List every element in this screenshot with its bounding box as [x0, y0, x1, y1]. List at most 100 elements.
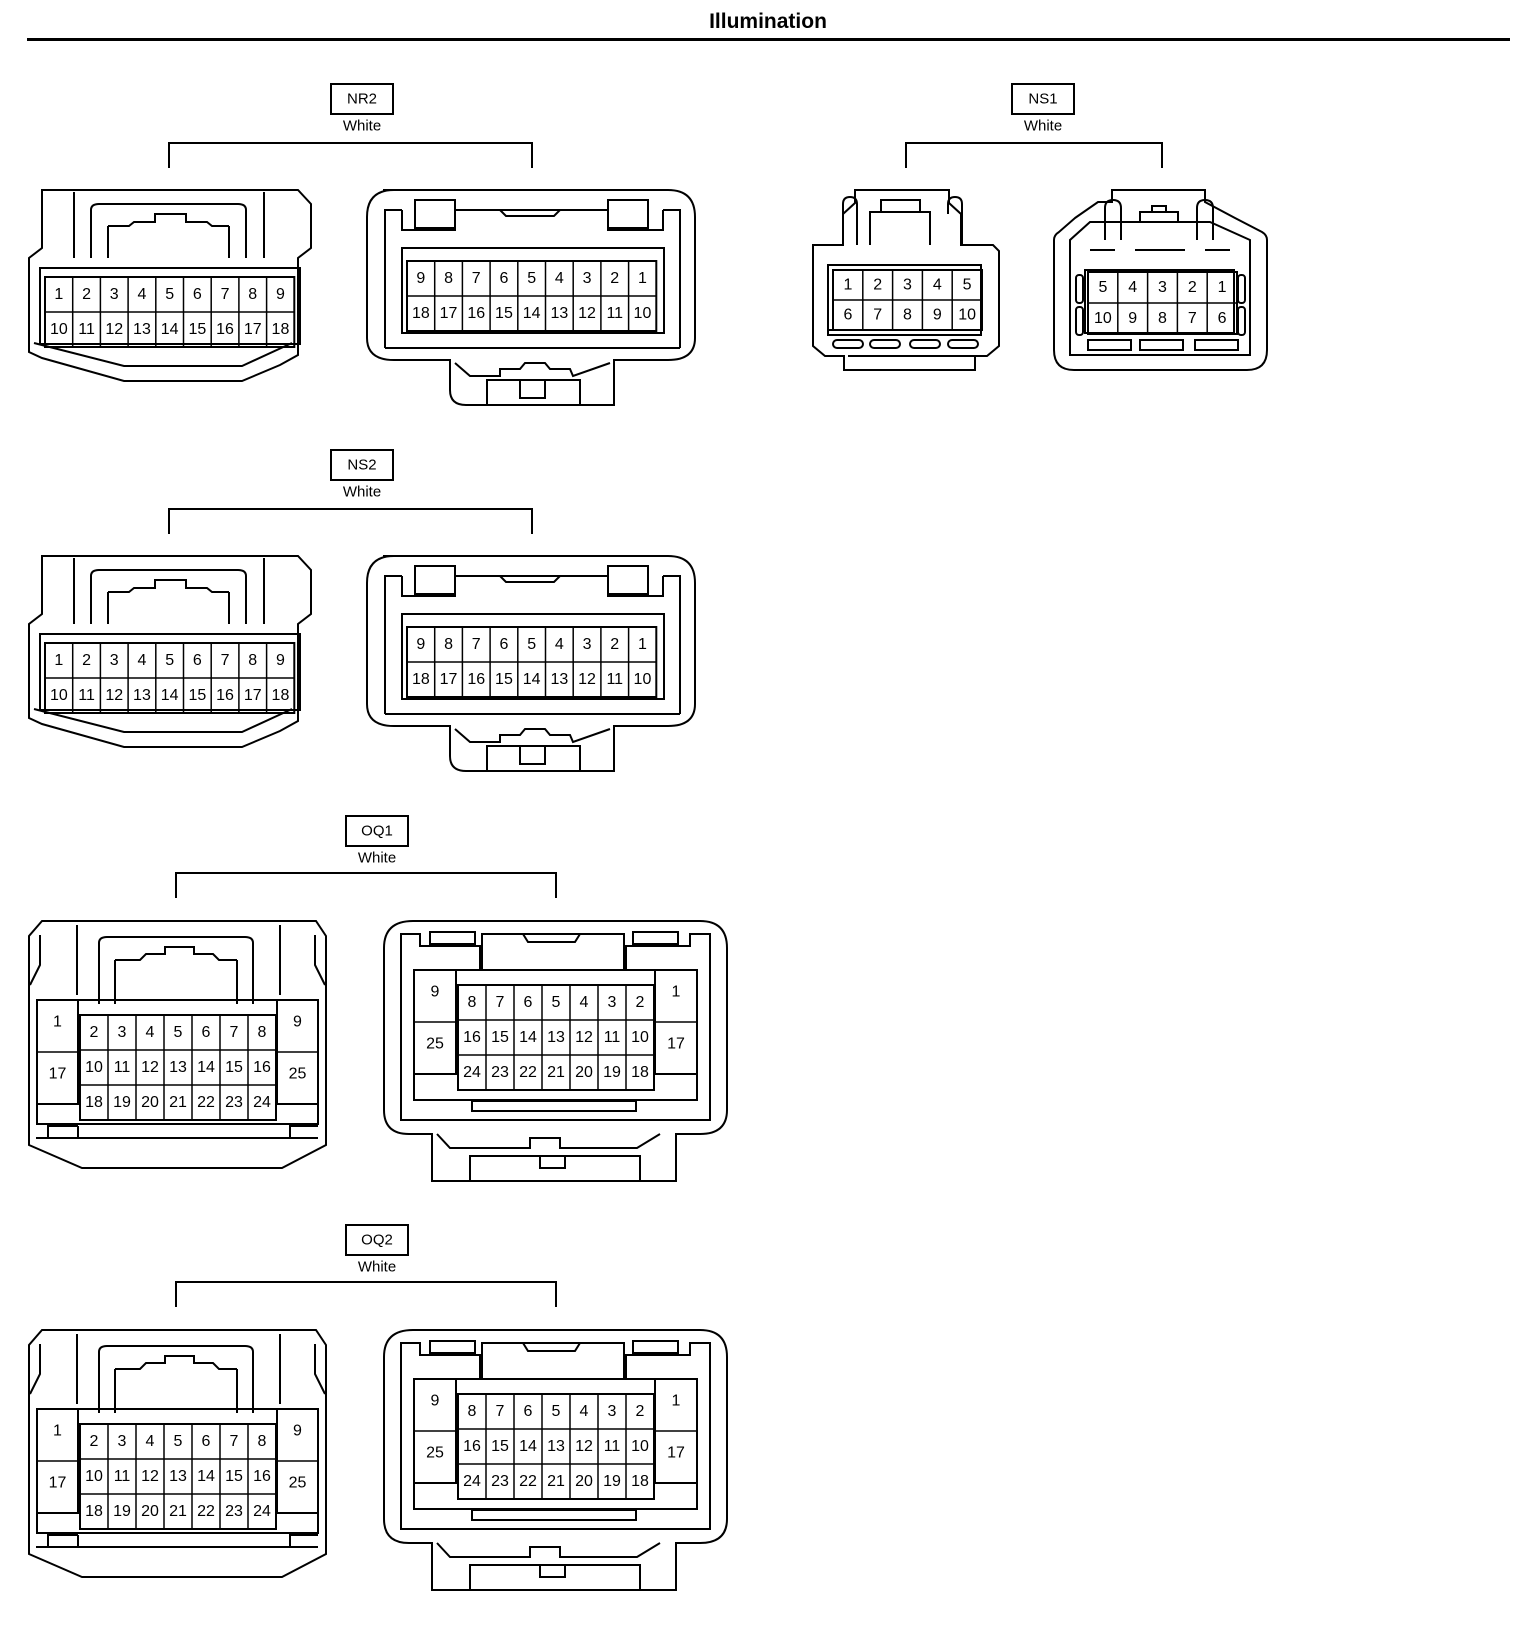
- pin-17: 17: [244, 321, 262, 338]
- pin-5: 5: [174, 1433, 183, 1450]
- pin-5: 5: [552, 1403, 561, 1420]
- pin-3: 3: [110, 286, 119, 303]
- latch: [436, 1542, 661, 1558]
- pin-8: 8: [248, 652, 257, 669]
- pin-17: 17: [667, 1036, 685, 1053]
- pin-10: 10: [631, 1029, 649, 1046]
- pin-12: 12: [575, 1029, 593, 1046]
- pin-22: 22: [197, 1094, 215, 1111]
- pin-4: 4: [146, 1433, 155, 1450]
- pin-15: 15: [491, 1438, 509, 1455]
- pin-12: 12: [141, 1468, 159, 1485]
- pin-25: 25: [426, 1445, 444, 1462]
- pin-1: 1: [54, 286, 63, 303]
- female-housing-outline: [366, 555, 696, 772]
- pin-3: 3: [118, 1024, 127, 1041]
- bottom-slot: [869, 339, 901, 349]
- pin-17: 17: [440, 305, 458, 322]
- pin-5: 5: [963, 277, 972, 294]
- connector-id-box: [345, 815, 409, 847]
- pin-2: 2: [90, 1433, 99, 1450]
- bottom-slot: [1139, 339, 1184, 351]
- latch: [436, 1133, 661, 1149]
- pin-17: 17: [667, 1445, 685, 1462]
- pin-10: 10: [634, 305, 652, 322]
- pin-2: 2: [82, 286, 91, 303]
- pin-13: 13: [550, 671, 568, 688]
- pin-12: 12: [578, 305, 596, 322]
- pin-18: 18: [412, 671, 430, 688]
- pin-16: 16: [463, 1438, 481, 1455]
- guide-slot: [429, 1340, 476, 1354]
- pin-6: 6: [193, 652, 202, 669]
- lock-tab: [115, 1355, 237, 1370]
- pin-14: 14: [523, 305, 541, 322]
- pin-4: 4: [146, 1024, 155, 1041]
- pin-10: 10: [50, 687, 68, 704]
- pin-14: 14: [197, 1059, 215, 1076]
- pin-8: 8: [258, 1433, 267, 1450]
- pin-24: 24: [463, 1064, 481, 1081]
- pin-5: 5: [174, 1024, 183, 1041]
- connector-id: NR2: [347, 91, 377, 108]
- pin-10: 10: [634, 671, 652, 688]
- pin-9: 9: [1128, 310, 1137, 327]
- connector-color: White: [343, 118, 381, 135]
- pin-10: 10: [631, 1438, 649, 1455]
- latch: [486, 745, 581, 771]
- housing-edge: [828, 329, 983, 357]
- housing-edge: [33, 708, 293, 733]
- pin-5: 5: [527, 270, 536, 287]
- pin-10: 10: [85, 1468, 103, 1485]
- latch: [454, 728, 611, 744]
- lock-arm: [842, 195, 963, 245]
- bottom-slot: [832, 339, 864, 349]
- key-slot: [499, 209, 561, 217]
- pin-6: 6: [1218, 310, 1227, 327]
- housing-rib: [73, 558, 265, 624]
- housing-edge: [36, 1534, 318, 1548]
- pin-1: 1: [53, 1014, 62, 1031]
- pin-23: 23: [491, 1064, 509, 1081]
- pair-bracket: [905, 142, 1163, 168]
- pin-23: 23: [491, 1473, 509, 1490]
- connector-color: White: [358, 850, 396, 867]
- pin-20: 20: [575, 1473, 593, 1490]
- pin-6: 6: [499, 270, 508, 287]
- pin-8: 8: [1158, 310, 1167, 327]
- pin-12: 12: [578, 671, 596, 688]
- pin-7: 7: [221, 652, 230, 669]
- pin-9: 9: [416, 636, 425, 653]
- pin-3: 3: [608, 994, 617, 1011]
- connector-color: White: [343, 484, 381, 501]
- male-housing-outline: [28, 189, 312, 382]
- pin-13: 13: [169, 1059, 187, 1076]
- title-rule: [27, 38, 1510, 41]
- pin-15: 15: [495, 305, 513, 322]
- pin-6: 6: [202, 1024, 211, 1041]
- lock-arm: [107, 226, 230, 258]
- lock-arm: [107, 592, 230, 624]
- pin-25: 25: [289, 1475, 307, 1492]
- pin-23: 23: [225, 1094, 243, 1111]
- pin-24: 24: [463, 1473, 481, 1490]
- pin-12: 12: [575, 1438, 593, 1455]
- latch: [454, 362, 611, 378]
- side-slot: [1075, 306, 1084, 336]
- pin-9: 9: [276, 652, 285, 669]
- bottom-slot: [1087, 339, 1132, 351]
- pin-24: 24: [253, 1094, 271, 1111]
- pin-14: 14: [161, 687, 179, 704]
- pin-16: 16: [253, 1468, 271, 1485]
- pin-7: 7: [472, 636, 481, 653]
- pin-10: 10: [958, 307, 976, 324]
- pin-4: 4: [580, 994, 589, 1011]
- pin-10: 10: [1094, 310, 1112, 327]
- guide-slot: [632, 1340, 679, 1354]
- pin-9: 9: [431, 1393, 440, 1410]
- pin-14: 14: [197, 1468, 215, 1485]
- pin-area: [401, 247, 665, 334]
- pin-21: 21: [169, 1503, 187, 1520]
